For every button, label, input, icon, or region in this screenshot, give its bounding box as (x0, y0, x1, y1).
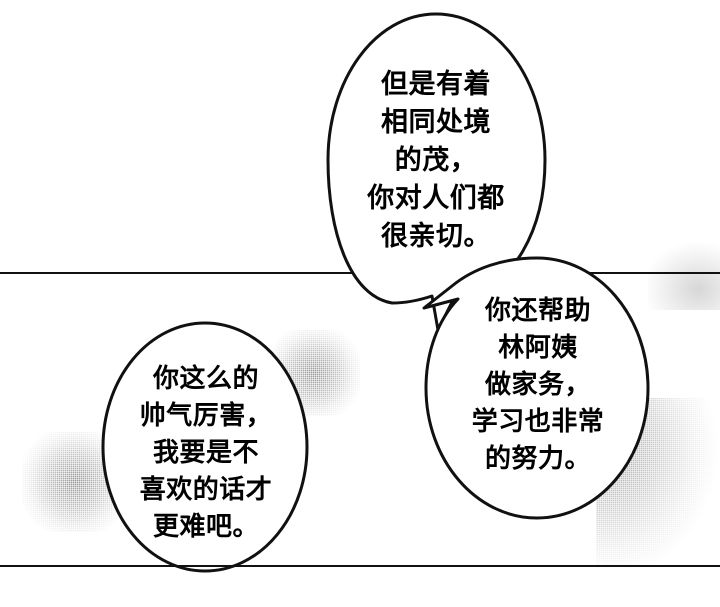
balloon-1-line-3: 的茂， (394, 145, 478, 175)
panel-divider-bottom (0, 565, 720, 567)
balloon-1-line-2: 相同处境 (381, 107, 491, 137)
balloon-3-line-4: 喜欢的话才 (139, 473, 273, 504)
balloon-3-line-1: 你这么的 (152, 362, 259, 393)
balloon-1-text: 但是有着 相同处境 的茂， 你对人们都 很亲切。 (330, 62, 542, 258)
balloon-1-line-1: 但是有着 (381, 69, 491, 99)
balloon-1-shape (326, 12, 547, 332)
balloon-2-line-5: 的努力。 (484, 442, 591, 473)
balloon-2-line-3: 做家务， (484, 368, 591, 399)
balloon-2-line-1: 你还帮助 (484, 294, 591, 325)
balloon-3-shape (101, 321, 309, 573)
balloon-2-line-4: 学习也非常 (471, 405, 605, 436)
balloon-1-line-4: 你对人们都 (367, 183, 505, 213)
balloon-3-line-5: 更难吧。 (152, 510, 259, 541)
balloon-2-text: 你还帮助 林阿姨 做家务， 学习也非常 的努力。 (432, 278, 644, 490)
balloon-3-text: 你这么的 帅气厉害， 我要是不 喜欢的话才 更难吧。 (106, 352, 306, 552)
balloon-3-line-2: 帅气厉害， (139, 399, 273, 430)
balloon-3-line-3: 我要是不 (152, 436, 259, 467)
balloon-2-line-2: 林阿姨 (498, 331, 578, 362)
balloon-2-shape (422, 256, 650, 520)
balloon-1-line-5: 很亲切。 (381, 221, 491, 251)
